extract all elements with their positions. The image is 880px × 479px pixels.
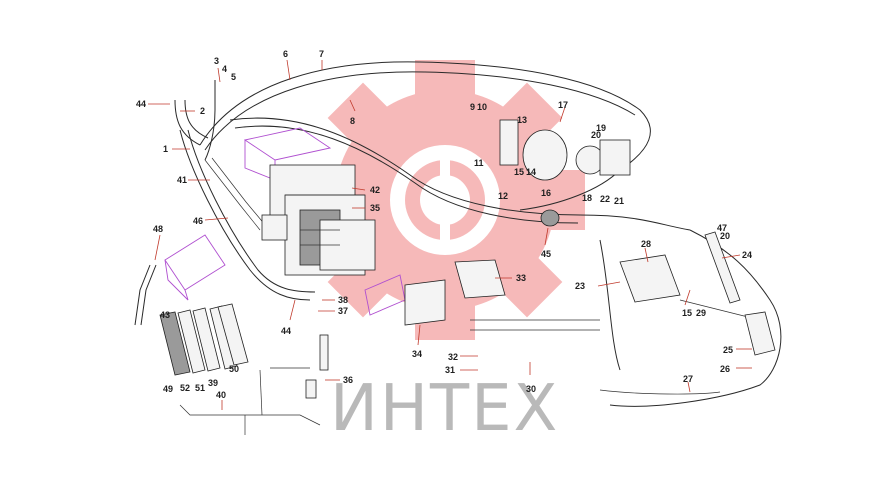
- hvac-main-unit: [261, 164, 376, 276]
- compressor-assembly: [499, 119, 631, 227]
- callout-13: 13: [517, 115, 527, 125]
- callout-27: 27: [683, 374, 693, 384]
- callout-37: 37: [338, 306, 348, 316]
- callout-42: 42: [370, 185, 380, 195]
- callout-44b: 44: [281, 326, 291, 336]
- callout-30: 30: [526, 384, 536, 394]
- callout-18: 18: [582, 193, 592, 203]
- callout-32: 32: [448, 352, 458, 362]
- callout-49: 49: [163, 384, 173, 394]
- callout-44: 44: [136, 99, 146, 109]
- mounting-plate: [619, 254, 681, 303]
- leader-lines: [148, 59, 752, 410]
- callout-43: 43: [160, 310, 170, 320]
- callout-38: 38: [338, 295, 348, 305]
- callout-34: 34: [412, 349, 422, 359]
- callout-22: 22: [600, 194, 610, 204]
- callout-10: 10: [477, 102, 487, 112]
- callout-25: 25: [723, 345, 733, 355]
- callout-52: 52: [180, 383, 190, 393]
- callout-15: 15: [514, 167, 524, 177]
- callout-12: 12: [498, 191, 508, 201]
- callout-47: 47: [717, 223, 727, 233]
- callout-9: 9: [470, 102, 475, 112]
- callout-15b: 15: [682, 308, 692, 318]
- callout-1: 1: [163, 144, 168, 154]
- callout-11: 11: [474, 158, 484, 168]
- callout-51: 51: [195, 383, 205, 393]
- callout-4: 4: [222, 64, 227, 74]
- callout-2: 2: [200, 106, 205, 116]
- right-cylinder: [704, 231, 776, 356]
- callout-29: 29: [696, 308, 706, 318]
- callout-33: 33: [516, 273, 526, 283]
- upper-left-hoses: [174, 80, 267, 231]
- callout-39: 39: [208, 378, 218, 388]
- callout-31: 31: [445, 365, 455, 375]
- callout-20b: 20: [720, 231, 730, 241]
- callout-14: 14: [526, 167, 536, 177]
- callout-7: 7: [319, 49, 324, 59]
- control-panels: [404, 259, 506, 326]
- callout-36: 36: [343, 375, 353, 385]
- wiring-harness: [179, 334, 329, 435]
- callout-46: 46: [193, 216, 203, 226]
- callout-20: 20: [591, 130, 601, 140]
- callout-17: 17: [558, 100, 568, 110]
- callout-labels: 1 2 3 4 5 6 7 8 9 10 11 12 13 14 15 15 1…: [136, 49, 752, 400]
- heat-exchanger-panels: [159, 303, 249, 376]
- callout-24: 24: [742, 250, 752, 260]
- callout-26: 26: [720, 364, 730, 374]
- callout-40: 40: [216, 390, 226, 400]
- callout-41: 41: [177, 175, 187, 185]
- callout-23: 23: [575, 281, 585, 291]
- callout-45: 45: [541, 249, 551, 259]
- callout-21: 21: [614, 196, 624, 206]
- callout-6: 6: [283, 49, 288, 59]
- callout-28: 28: [641, 239, 651, 249]
- callout-8: 8: [350, 116, 355, 126]
- callout-19: 19: [596, 123, 606, 133]
- side-pipe: [134, 264, 157, 326]
- callout-16: 16: [541, 188, 551, 198]
- watermark-text: ИНТЕХ: [330, 372, 559, 446]
- callout-50: 50: [229, 364, 239, 374]
- callout-5: 5: [231, 72, 236, 82]
- callout-35: 35: [370, 203, 380, 213]
- callout-48: 48: [153, 224, 163, 234]
- callout-3: 3: [214, 56, 219, 66]
